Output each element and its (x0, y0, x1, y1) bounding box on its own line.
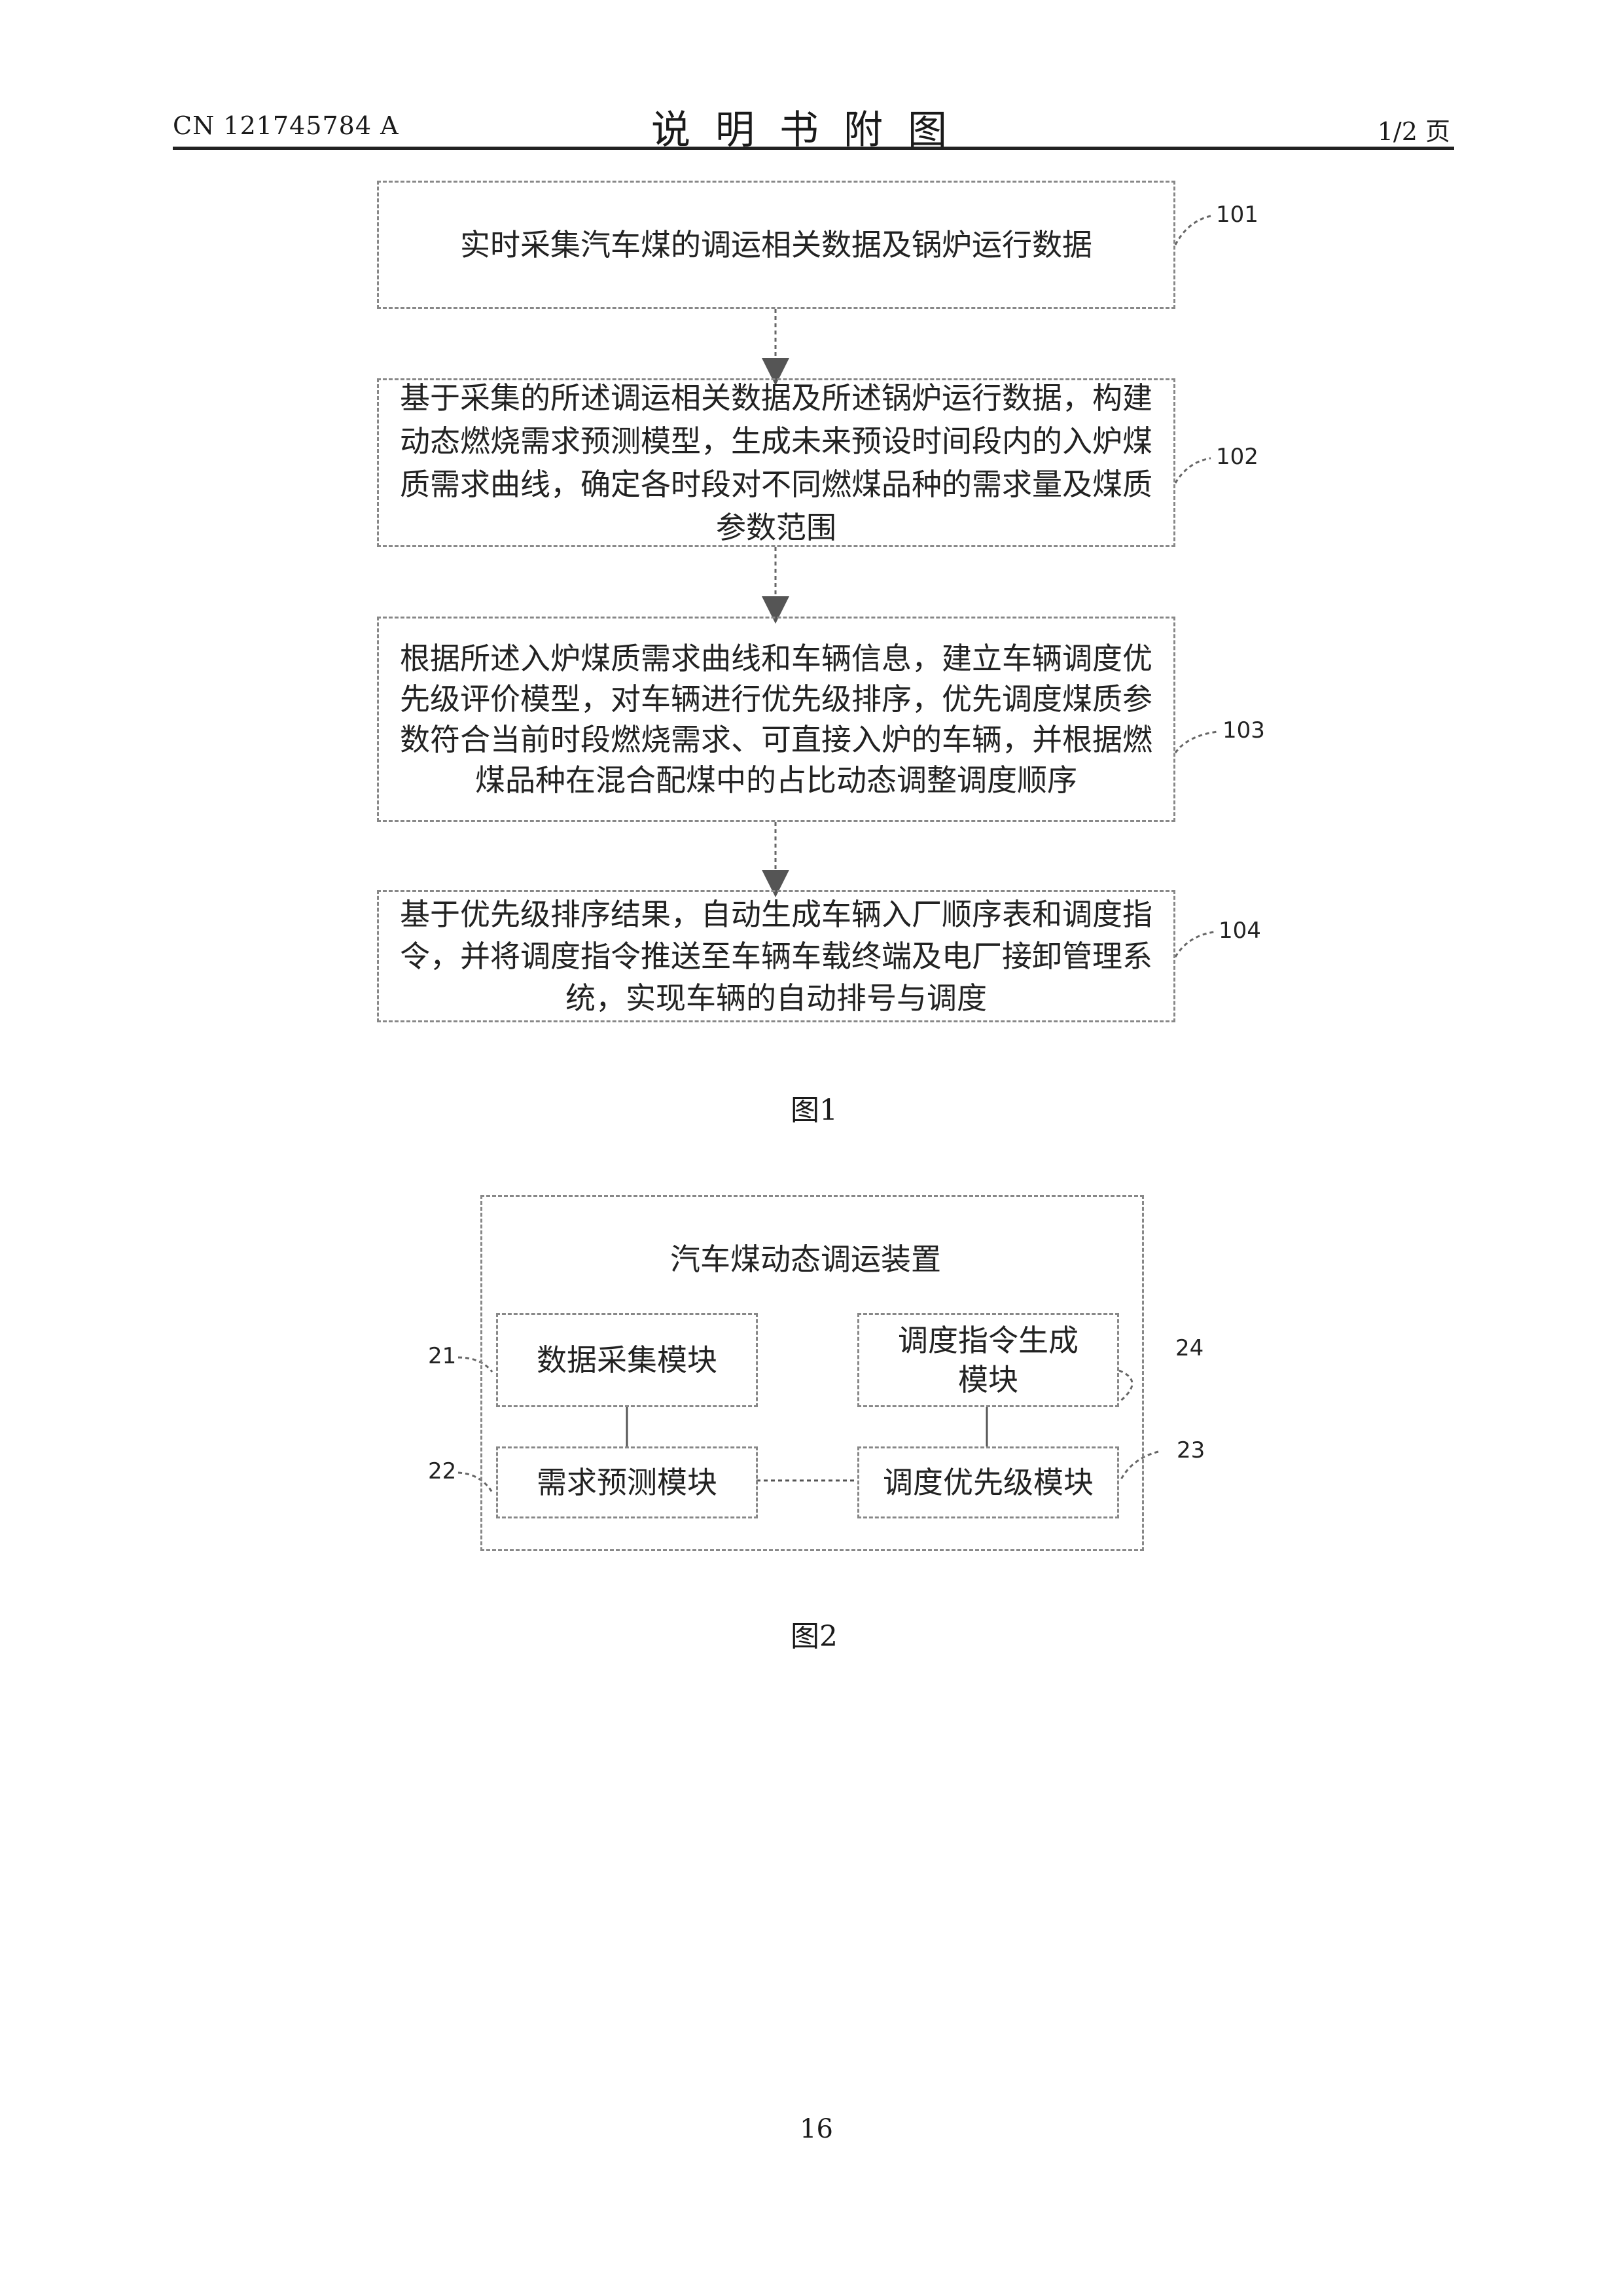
device-title: 汽车煤动态调运装置 (670, 1236, 941, 1279)
module-demand-prediction: 需求预测模块 (496, 1446, 758, 1518)
flow-step-101-text: 实时采集汽车煤的调运相关数据及锅炉运行数据 (460, 223, 1092, 267)
page-number: 16 (800, 2114, 833, 2144)
leader-102 (1175, 458, 1211, 483)
module-dispatch-priority: 调度优先级模块 (857, 1446, 1119, 1518)
leader-103 (1175, 732, 1217, 753)
ref-22: 22 (428, 1458, 456, 1484)
flow-step-103-text: 根据所述入炉煤质需求曲线和车辆信息，建立车辆调度优先级评价模型，对车辆进行优先级… (392, 638, 1160, 800)
module-data-collection: 数据采集模块 (496, 1313, 758, 1407)
ref-101: 101 (1216, 202, 1258, 228)
flow-step-103: 根据所述入炉煤质需求曲线和车辆信息，建立车辆调度优先级评价模型，对车辆进行优先级… (377, 617, 1175, 822)
figure1-caption: 图1 (791, 1086, 838, 1128)
module-demand-prediction-label: 需求预测模块 (537, 1460, 717, 1505)
module-dispatch-priority-label: 调度优先级模块 (883, 1460, 1094, 1505)
ref-103: 103 (1222, 717, 1265, 744)
flow-step-104-text: 基于优先级排序结果，自动生成车辆入厂顺序表和调度指令，并将调度指令推送至车辆车载… (392, 893, 1160, 1019)
ref-104: 104 (1219, 918, 1261, 944)
leader-104 (1175, 932, 1214, 957)
flow-step-101: 实时采集汽车煤的调运相关数据及锅炉运行数据 (377, 181, 1175, 309)
flow-step-102: 基于采集的所述调运相关数据及所述锅炉运行数据，构建动态燃烧需求预测模型，生成未来… (377, 378, 1175, 547)
ref-102: 102 (1216, 444, 1258, 470)
flow-step-102-text: 基于采集的所述调运相关数据及所述锅炉运行数据，构建动态燃烧需求预测模型，生成未来… (392, 376, 1160, 549)
module-data-collection-label: 数据采集模块 (537, 1338, 717, 1382)
ref-24: 24 (1175, 1335, 1204, 1361)
ref-21: 21 (428, 1343, 456, 1369)
leader-101 (1175, 216, 1211, 245)
ref-23: 23 (1177, 1437, 1205, 1463)
flow-step-104: 基于优先级排序结果，自动生成车辆入厂顺序表和调度指令，并将调度指令推送至车辆车载… (377, 890, 1175, 1022)
module-dispatch-instruction-label: 调度指令生成模块 (885, 1321, 1091, 1399)
figure2-caption: 图2 (791, 1613, 838, 1655)
module-dispatch-instruction: 调度指令生成模块 (857, 1313, 1119, 1407)
